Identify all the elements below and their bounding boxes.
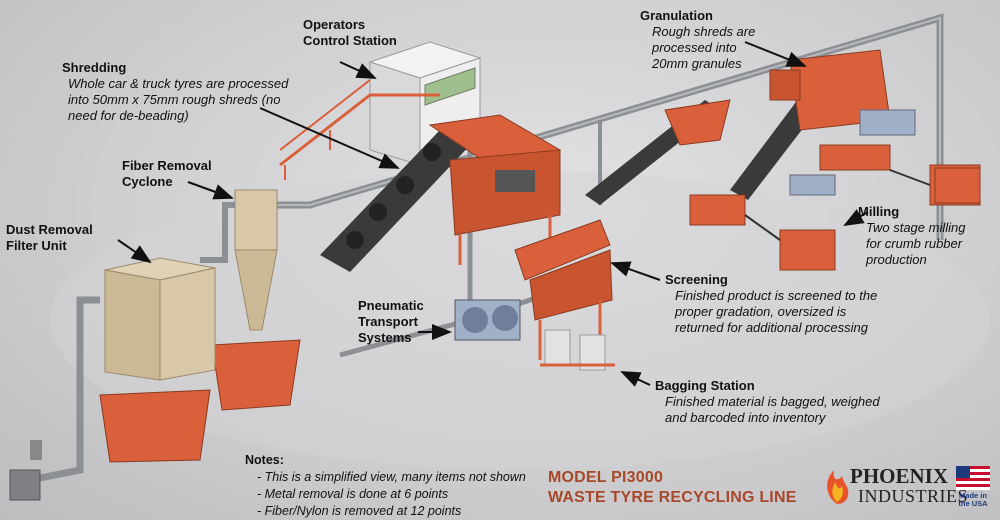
model-line-2: WASTE TYRE RECYCLING LINE: [548, 489, 797, 506]
model-title: MODEL PI3000 WASTE TYRE RECYCLING LINE: [548, 468, 797, 508]
label-milling: Milling Two stage milling for crumb rubb…: [858, 204, 983, 268]
note-item: - Metal removal is done at 6 points: [257, 487, 449, 501]
granulation-line: [585, 49, 916, 205]
brand-line-2: INDUSTRIES: [858, 486, 969, 506]
callout-arrows: [117, 41, 869, 387]
label-operators-control-station: Operators Control Station: [303, 17, 413, 49]
label-desc: Whole car & truck tyres are processed in…: [68, 76, 289, 123]
label-title: Screening: [665, 272, 728, 287]
note-item: - Fiber/Nylon is removed at 12 points: [257, 504, 462, 518]
label-fiber-removal-cyclone: Fiber Removal Cyclone: [122, 158, 222, 190]
notes-block: Notes: - This is a simplified view, many…: [245, 452, 526, 520]
control-panel: [934, 167, 981, 204]
label-bagging-station: Bagging Station Finished material is bag…: [655, 378, 895, 426]
made-in-usa-badge: Made in the USA: [953, 466, 993, 512]
pneumatic-transport: [454, 299, 521, 341]
label-title: Bagging Station: [655, 378, 755, 393]
label-granulation: Granulation Rough shreds are processed i…: [640, 8, 800, 72]
label-desc: Finished material is bagged, weighed and…: [665, 394, 880, 425]
label-desc: Rough shreds are processed into 20mm gra…: [652, 24, 756, 71]
label-desc: Finished product is screened to the prop…: [675, 288, 878, 335]
usa-flag-icon: [956, 466, 990, 490]
label-title: Shredding: [62, 60, 127, 75]
screening-unit: [514, 219, 613, 360]
label-title: Operators Control Station: [303, 17, 397, 48]
phoenix-logo: PHOENIX INDUSTRIES: [822, 462, 968, 512]
label-pneumatic-transport: Pneumatic Transport Systems: [358, 298, 428, 346]
fiber-removal-cyclone: [200, 189, 301, 411]
label-title: Milling: [858, 204, 900, 219]
label-screening: Screening Finished product is screened t…: [665, 272, 890, 336]
dust-removal-filter: [9, 257, 216, 501]
label-title: Granulation: [640, 8, 713, 23]
label-dust-removal-filter: Dust Removal Filter Unit: [6, 222, 121, 254]
phoenix-logo-icon: [827, 470, 849, 504]
model-line-1: MODEL PI3000: [548, 469, 664, 486]
label-title: Pneumatic Transport Systems: [358, 298, 424, 345]
bagging-station: [540, 329, 615, 371]
shredder-line: [320, 114, 562, 272]
label-title: Dust Removal Filter Unit: [6, 222, 93, 253]
note-item: - This is a simplified view, many items …: [257, 470, 526, 484]
notes-title: Notes:: [245, 453, 284, 467]
label-desc: Two stage milling for crumb rubber produ…: [866, 220, 966, 267]
label-title: Fiber Removal Cyclone: [122, 158, 212, 189]
usa-badge-text: Made in the USA: [958, 491, 988, 508]
label-shredding: Shredding Whole car & truck tyres are pr…: [62, 60, 302, 124]
brand-line-1: PHOENIX: [850, 464, 949, 488]
